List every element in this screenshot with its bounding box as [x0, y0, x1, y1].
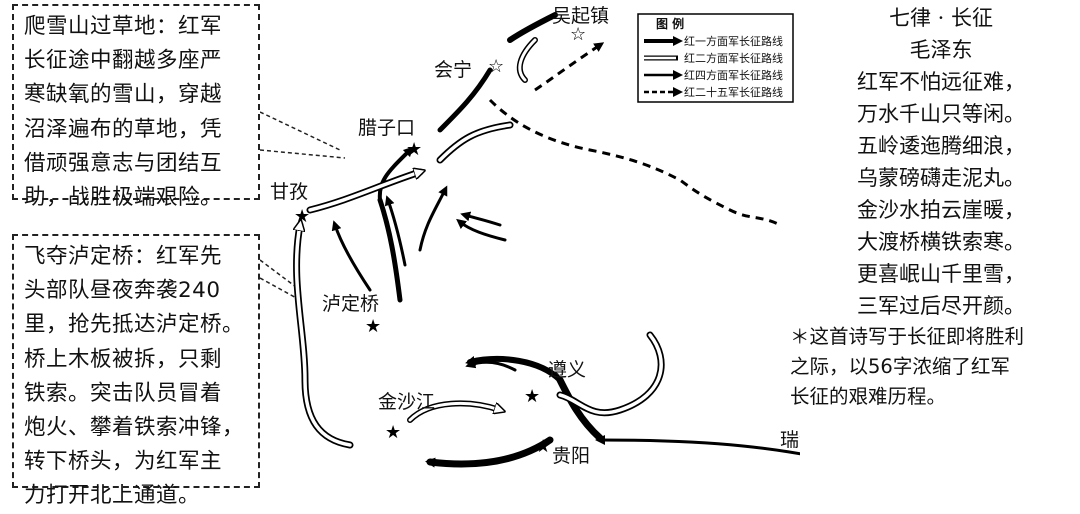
poem-title: 七律 · 长征: [888, 6, 994, 30]
place-label-ganzi: 甘孜: [270, 181, 308, 203]
red-25th-army-route: [488, 42, 781, 227]
star-icon: ★: [524, 386, 540, 407]
panel-line: 转下桥头，为红军主: [24, 449, 223, 475]
red-2nd-army-route: [297, 37, 665, 449]
long-march-route-map: 图 例 红一方面军长征路线 红二方面军长征路线 红四方面军长征路线 红二十五军长…: [260, 5, 800, 468]
legend-item: 红四方面军长征路线: [684, 68, 783, 82]
poem-note: ＊这首诗写于长征即将胜利 之际，以56字浓缩了红军 长征的艰难历程。: [790, 322, 1076, 412]
panel-line: 爬雪山过草地：红军: [24, 14, 223, 39]
panel-line: 借顽强意志与团结互: [24, 150, 223, 176]
star-icon: ★: [385, 422, 401, 443]
leader-lines: [260, 111, 346, 301]
poem-line: 乌蒙磅礴走泥丸。: [857, 166, 1025, 190]
luding-panel: 飞夺泸定桥：红军先 头部队昼夜奔袭240 里，抢先抵达泸定桥。 桥上木板被拆，只…: [12, 234, 260, 508]
place-labels: 吴起镇 会宁 腊子口 甘孜 泸定桥 金沙江 遵义 贵阳 瑞金: [270, 5, 800, 467]
poem-line: 金沙水拍云崖暖，: [857, 198, 1025, 222]
poem-author: 毛泽东: [909, 38, 973, 62]
panel-line: 铁索。突击队员冒着: [24, 380, 223, 406]
poem-line: 五岭逶迤腾细浪，: [857, 134, 1025, 158]
panel-line: 炮火、攀着铁索冲锋，: [24, 415, 245, 441]
panel-line: 桥上木板被拆，只剩: [24, 346, 223, 372]
panel-line: 寒缺氧的雪山，穿越: [24, 82, 223, 108]
place-label-lazikou: 腊子口: [358, 117, 415, 139]
poem-line: 万水千山只等闲。: [857, 102, 1025, 126]
star-icon: ★: [294, 206, 310, 227]
star-icon: ★: [535, 436, 551, 457]
legend: 图 例 红一方面军长征路线 红二方面军长征路线 红四方面军长征路线 红二十五军长…: [637, 13, 794, 103]
panel-line: 长征途中翻越多座严: [24, 48, 223, 74]
legend-item: 红二方面军长征路线: [684, 51, 783, 65]
panel-line: 里，抢先抵达泸定桥。: [24, 312, 245, 338]
note-line: ＊这首诗写于长征即将胜利: [790, 325, 1025, 348]
place-label-ruijin: 瑞金: [780, 429, 800, 451]
star-icon: ★: [365, 316, 381, 337]
red-4th-army-route: [331, 185, 517, 372]
panel-line: 头部队昼夜奔袭240: [24, 278, 221, 304]
panel-line: 助，战胜极端艰险。: [24, 185, 223, 211]
place-label-wuqizhen: 吴起镇: [552, 5, 609, 27]
place-label-huining: 会宁: [434, 59, 472, 81]
red-1st-army-route: [377, 12, 800, 468]
poem: 七律 · 长征 毛泽东 红军不怕远征难， 万水千山只等闲。 五岭逶迤腾细浪， 乌…: [806, 2, 1076, 322]
poem-line: 更喜岷山千里雪，: [857, 262, 1025, 286]
place-label-zunyi: 遵义: [548, 359, 586, 381]
snow-grass-panel: 爬雪山过草地：红军 长征途中翻越多座严 寒缺氧的雪山，穿越 沼泽遍布的草地，凭 …: [12, 4, 260, 210]
note-line: 长征的艰难历程。: [790, 385, 947, 408]
place-label-guiyang: 贵阳: [552, 445, 590, 467]
place-label-luding: 泸定桥: [322, 293, 379, 315]
legend-item: 红二十五军长征路线: [684, 85, 783, 99]
star-icon: ☆: [488, 56, 504, 77]
place-label-jinsha: 金沙江: [378, 391, 435, 413]
place-markers: ☆ ☆ ★ ★ ★ ★ ★ ★ ☆: [294, 24, 586, 457]
poem-line: 红军不怕远征难，: [857, 70, 1025, 94]
star-icon: ☆: [570, 24, 586, 45]
panel-line: 力打开北上通道。: [24, 483, 201, 509]
panel-line: 飞夺泸定桥：红军先: [24, 244, 223, 269]
note-line: 之际，以56字浓缩了红军: [790, 355, 1010, 378]
poem-line: 大渡桥横铁索寒。: [857, 230, 1025, 254]
poem-line: 三军过后尽开颜。: [857, 294, 1025, 318]
legend-title: 图 例: [656, 16, 684, 31]
star-icon: ★: [406, 139, 422, 160]
legend-item: 红一方面军长征路线: [684, 34, 783, 48]
panel-line: 沼泽遍布的草地，凭: [24, 116, 223, 142]
